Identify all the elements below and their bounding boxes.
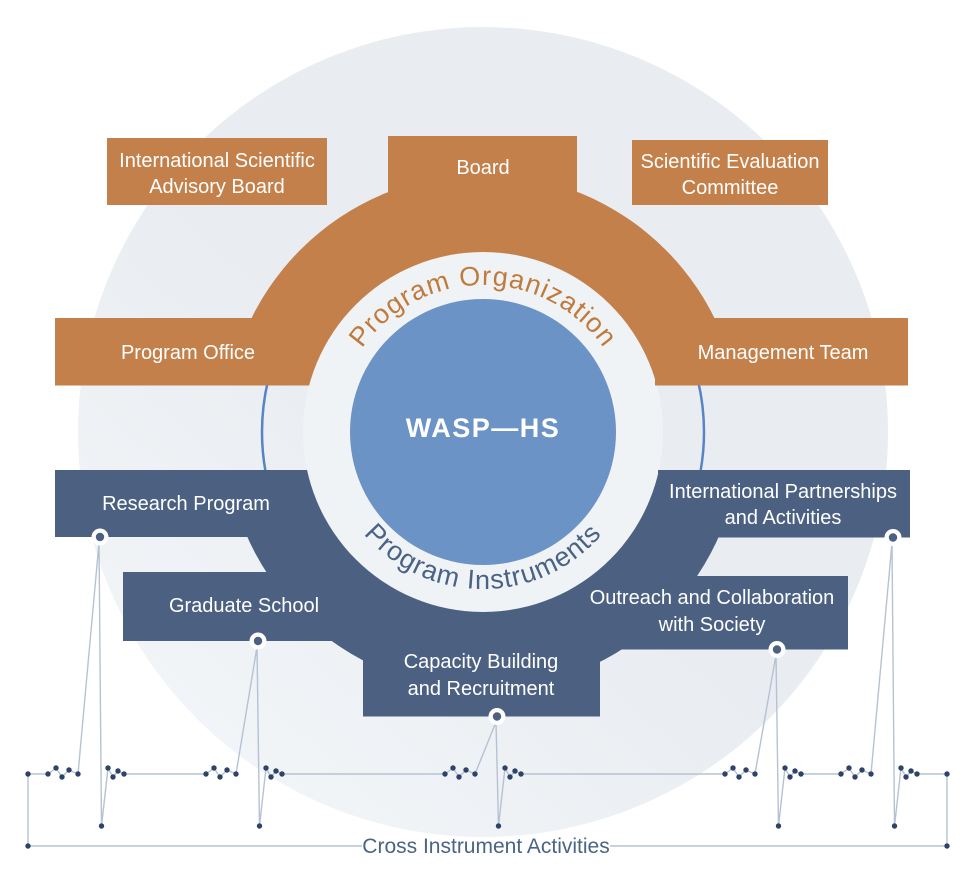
program-office-box — [55, 318, 305, 386]
international-partnerships-box — [658, 470, 910, 538]
outreach-box — [598, 576, 848, 650]
marker-research-program — [91, 528, 109, 546]
program-office-label: Program Office — [121, 342, 255, 364]
marker-capacity-building — [488, 708, 506, 725]
marker-graduate-school — [249, 632, 267, 650]
outreach-label-line2: with Society — [658, 614, 766, 636]
capacity-building-label-line2: and Recruitment — [408, 678, 555, 700]
international-scientific-advisory-board-box — [107, 138, 327, 205]
cross-instrument-activities-label: Cross Instrument Activities — [362, 835, 609, 858]
program-organization-arc — [55, 136, 908, 386]
international-partnerships-label-line1: International Partnerships — [669, 481, 897, 503]
advisory-board-label-line1: International Scientific — [119, 150, 315, 172]
board-label: Board — [456, 157, 509, 179]
evaluation-committee-label-line2: Committee — [682, 177, 779, 199]
scientific-evaluation-committee-box — [632, 140, 828, 205]
research-program-label: Research Program — [102, 493, 270, 515]
ecg-dots — [25, 765, 950, 849]
marker-outreach — [768, 641, 786, 658]
international-partnerships-label-line2: and Activities — [725, 507, 842, 529]
center-logo-label: WASP—HS — [406, 413, 561, 443]
evaluation-committee-label-line1: Scientific Evaluation — [641, 151, 820, 173]
marker-international-partnerships — [884, 529, 902, 546]
management-team-box — [655, 318, 908, 386]
capacity-building-label-line1: Capacity Building — [404, 651, 559, 673]
research-program-box — [55, 470, 305, 537]
advisory-board-label-line2: Advisory Board — [149, 176, 285, 198]
outreach-label-line1: Outreach and Collaboration — [590, 587, 835, 609]
management-team-label: Management Team — [698, 342, 869, 364]
board-box — [388, 136, 577, 210]
graduate-school-label: Graduate School — [169, 595, 319, 617]
instrument-markers — [91, 528, 902, 725]
capacity-building-box — [363, 640, 600, 717]
program-instruments-arc — [55, 470, 910, 717]
organization-annulus — [229, 174, 737, 386]
graduate-school-box — [123, 572, 365, 641]
center-circle — [350, 299, 616, 565]
